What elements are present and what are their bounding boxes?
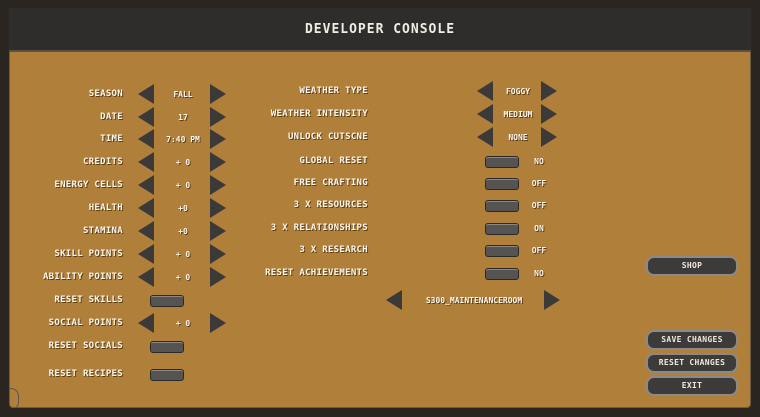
stamina-increase-arrow-icon[interactable] xyxy=(210,221,226,241)
label-3-x-resources: 3 X RESOURCES xyxy=(293,200,368,210)
weather-intensity-prev-arrow-icon[interactable] xyxy=(477,104,493,124)
social-points-increase-arrow-icon[interactable] xyxy=(210,313,226,333)
reset-recipes-toggle[interactable] xyxy=(150,369,184,381)
skill-points-increase-arrow-icon[interactable] xyxy=(210,244,226,264)
label-social-points: SOCIAL POINTS xyxy=(48,318,123,328)
3-x-research-toggle[interactable] xyxy=(485,245,519,257)
stamina-decrease-arrow-icon[interactable] xyxy=(138,221,154,241)
label-weather-intensity: WEATHER INTENSITY xyxy=(270,109,368,119)
season-increase-arrow-icon[interactable] xyxy=(210,84,226,104)
label-time: TIME xyxy=(100,134,123,144)
3-x-research-state: OFF xyxy=(531,246,547,255)
label-season: SEASON xyxy=(88,89,123,99)
reset-achievements-state: NO xyxy=(534,269,544,278)
label-free-crafting: FREE CRAFTING xyxy=(293,178,368,188)
ability-points-decrease-arrow-icon[interactable] xyxy=(138,267,154,287)
social-points-value: + 0 xyxy=(175,319,191,328)
free-crafting-toggle[interactable] xyxy=(485,178,519,190)
title-bar: DEVELOPER CONSOLE xyxy=(9,8,751,52)
label-reset-recipes: RESET RECIPES xyxy=(48,369,123,379)
reset-changes-button[interactable]: RESET CHANGES xyxy=(646,353,738,373)
weather-type-prev-arrow-icon[interactable] xyxy=(477,81,493,101)
unlock-cutscne-prev-arrow-icon[interactable] xyxy=(477,127,493,147)
unlock-cutscne-next-arrow-icon[interactable] xyxy=(541,127,557,147)
label-weather-type: WEATHER TYPE xyxy=(299,86,368,96)
reset-socials-toggle[interactable] xyxy=(150,341,184,353)
credits-increase-arrow-icon[interactable] xyxy=(210,152,226,172)
unlock-cutscne-value: NONE xyxy=(508,133,528,142)
exit-button[interactable]: EXIT xyxy=(646,376,738,396)
weather-type-value: FOGGY xyxy=(505,87,531,96)
health-value: +0 xyxy=(178,204,188,213)
weather-type-next-arrow-icon[interactable] xyxy=(541,81,557,101)
corner-ornament-icon xyxy=(9,388,19,408)
label-skill-points: SKILL POINTS xyxy=(54,249,123,259)
label-ability-points: ABILITY POINTS xyxy=(42,272,123,282)
label-unlock-cutscne: UNLOCK CUTSCNE xyxy=(287,132,368,142)
date-increase-arrow-icon[interactable] xyxy=(210,107,226,127)
label-energy-cells: ENERGY CELLS xyxy=(54,180,123,190)
3-x-relationships-toggle[interactable] xyxy=(485,223,519,235)
energy-cells-decrease-arrow-icon[interactable] xyxy=(138,175,154,195)
3-x-resources-toggle[interactable] xyxy=(485,200,519,212)
page-title: DEVELOPER CONSOLE xyxy=(304,22,456,37)
weather-intensity-next-arrow-icon[interactable] xyxy=(541,104,557,124)
stamina-value: +0 xyxy=(178,227,188,236)
weather-intensity-value: MEDIUM xyxy=(503,110,533,119)
label-3-x-research: 3 X RESEARCH xyxy=(299,245,368,255)
skill-points-value: + 0 xyxy=(175,250,191,259)
social-points-decrease-arrow-icon[interactable] xyxy=(138,313,154,333)
free-crafting-state: OFF xyxy=(531,179,547,188)
season-value: FALL xyxy=(173,90,193,99)
save-changes-button[interactable]: SAVE CHANGES xyxy=(646,330,738,350)
label-reset-achievements: RESET ACHIEVEMENTS xyxy=(265,268,368,278)
ability-points-increase-arrow-icon[interactable] xyxy=(210,267,226,287)
3-x-relationships-state: ON xyxy=(534,224,544,233)
label-reset-socials: RESET SOCIALS xyxy=(48,341,123,351)
global-reset-toggle[interactable] xyxy=(485,156,519,168)
room-next-arrow-icon[interactable] xyxy=(544,290,560,310)
date-value: 17 xyxy=(178,113,188,122)
3-x-resources-state: OFF xyxy=(531,201,547,210)
label-date: DATE xyxy=(100,112,123,122)
credits-value: + 0 xyxy=(175,158,191,167)
skill-points-decrease-arrow-icon[interactable] xyxy=(138,244,154,264)
label-3-x-relationships: 3 X RELATIONSHIPS xyxy=(270,223,368,233)
health-decrease-arrow-icon[interactable] xyxy=(138,198,154,218)
time-decrease-arrow-icon[interactable] xyxy=(138,129,154,149)
energy-cells-increase-arrow-icon[interactable] xyxy=(210,175,226,195)
label-health: HEALTH xyxy=(88,203,123,213)
label-global-reset: GLOBAL RESET xyxy=(299,156,368,166)
label-credits: CREDITS xyxy=(82,157,123,167)
label-stamina: STAMINA xyxy=(82,226,123,236)
label-reset-skills: RESET SKILLS xyxy=(54,295,123,305)
room-prev-arrow-icon[interactable] xyxy=(386,290,402,310)
energy-cells-value: + 0 xyxy=(175,181,191,190)
credits-decrease-arrow-icon[interactable] xyxy=(138,152,154,172)
health-increase-arrow-icon[interactable] xyxy=(210,198,226,218)
ability-points-value: + 0 xyxy=(175,273,191,282)
shop-button[interactable]: SHOP xyxy=(646,256,738,276)
time-value: 7:40 PM xyxy=(166,135,200,144)
time-increase-arrow-icon[interactable] xyxy=(210,129,226,149)
date-decrease-arrow-icon[interactable] xyxy=(138,107,154,127)
room-value: S300_MAINTENANCEROOM xyxy=(425,296,523,305)
reset-skills-toggle[interactable] xyxy=(150,295,184,307)
season-decrease-arrow-icon[interactable] xyxy=(138,84,154,104)
reset-achievements-toggle[interactable] xyxy=(485,268,519,280)
global-reset-state: NO xyxy=(534,157,544,166)
